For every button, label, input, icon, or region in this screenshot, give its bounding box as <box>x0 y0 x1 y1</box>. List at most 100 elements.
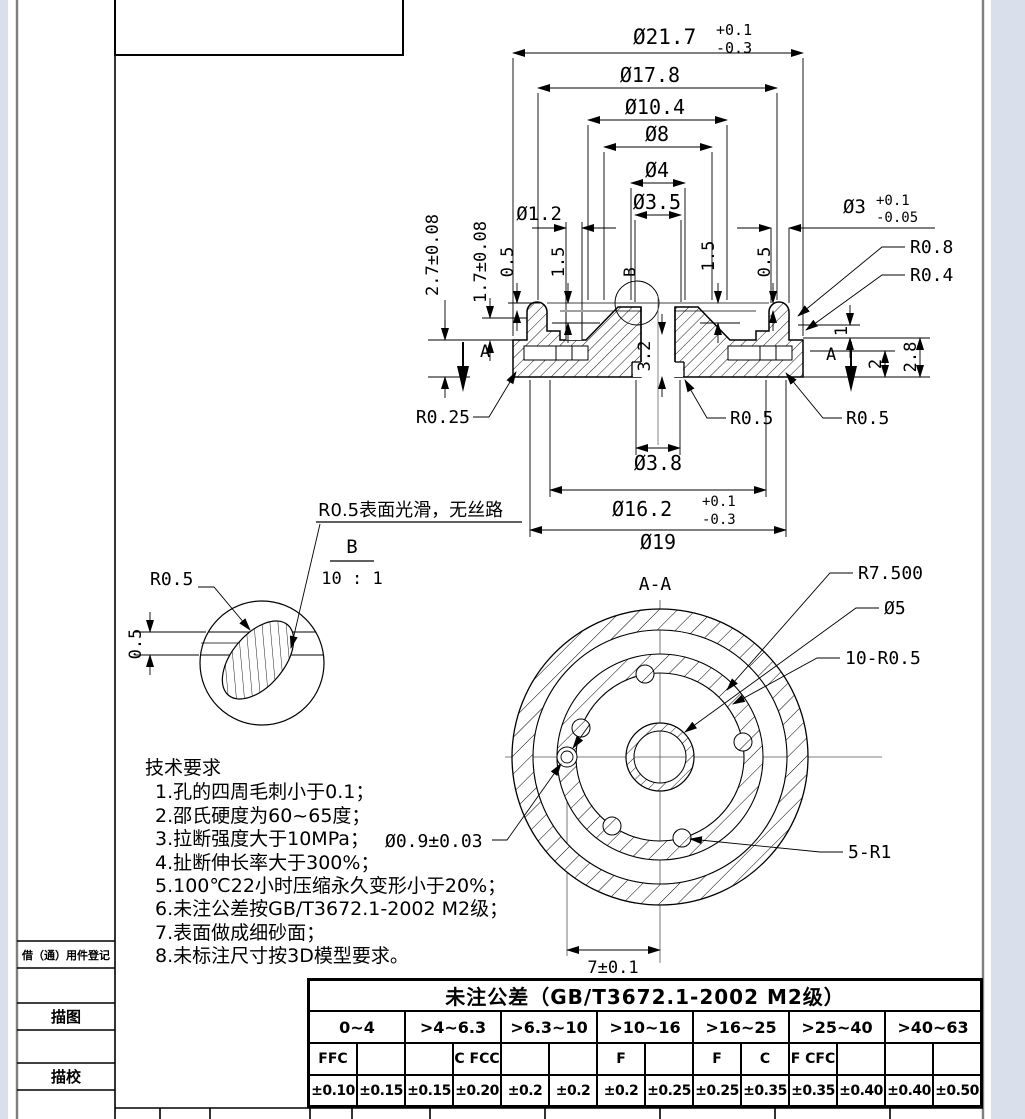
tech-req-item: 1.孔的四周毛刺小于0.1； <box>155 781 375 804</box>
tolerance-cell: ±0.35 <box>789 1075 837 1106</box>
aa-r7-500: R7.500 <box>858 563 923 584</box>
tech-req-item: 5.100℃22小时压缩永久变形小于20%； <box>155 875 507 898</box>
dim-d3-minus: -0.05 <box>876 210 918 226</box>
range-cell: >25~40 <box>789 1011 885 1043</box>
grade-cell <box>501 1043 549 1075</box>
aa-w7: 7±0.1 <box>587 958 638 978</box>
range-cell: >16~25 <box>693 1011 789 1043</box>
label-borrowed-parts: 借（通）用件登记 <box>21 948 110 962</box>
detail-b-circle-marker <box>614 280 660 326</box>
drawing-sheet <box>8 0 991 1119</box>
dim-r0-8: R0.8 <box>910 237 953 258</box>
dim-d21-7: Ø21.7 <box>633 25 696 49</box>
title-block-left-labels: 借（通）用件登记 描图 描校 <box>21 948 110 1086</box>
dim-d16-2-minus: -0.3 <box>702 512 736 528</box>
dim-d21-7-minus: -0.3 <box>716 39 752 57</box>
dim-d1-2: Ø1.2 <box>516 203 562 225</box>
dim-d8: Ø8 <box>645 122 669 146</box>
tolerance-cell: ±0.40 <box>837 1075 885 1106</box>
dim-h2: 2 <box>866 359 886 369</box>
dim-d10-4: Ø10.4 <box>625 95 685 119</box>
tolerance-cell: ±0.2 <box>597 1075 645 1106</box>
dim-h2-7: 2.7±0.08 <box>423 214 443 296</box>
label-trace-check: 描校 <box>51 1068 82 1086</box>
dim-d3-8: Ø3.8 <box>634 451 682 475</box>
title-block-lines <box>17 0 983 1119</box>
sheet-frame <box>15 0 985 1119</box>
range-cell: >6.3~10 <box>501 1011 597 1043</box>
tolerance-cell: ±0.50 <box>933 1075 981 1106</box>
aa-5-r1: 5-R1 <box>848 842 891 863</box>
section-view: B <box>416 21 954 554</box>
label-tracing: 描图 <box>51 1008 81 1026</box>
dim-h0-5l: 0.5 <box>498 247 518 278</box>
dim-d3-plus: +0.1 <box>876 193 910 209</box>
dim-h3-2: 3.2 <box>635 341 655 372</box>
grade-cell: F <box>693 1043 741 1075</box>
dim-r0-4: R0.4 <box>910 265 953 286</box>
dim-h1: 1 <box>832 326 852 336</box>
grade-cell <box>405 1043 453 1075</box>
tolerance-cell: ±0.10 <box>309 1075 357 1106</box>
tech-req-item: 3.拉断强度大于10MPa； <box>155 828 369 851</box>
tech-req-item: 4.扯断伸长率大于300%； <box>155 851 380 874</box>
grade-cell: C <box>741 1043 789 1075</box>
aa-10-r0-5: 10-R0.5 <box>845 648 921 669</box>
grade-cell <box>645 1043 693 1075</box>
grade-cell <box>549 1043 597 1075</box>
tech-req-item: 2.邵氏硬度为60~65度； <box>155 804 371 827</box>
dim-d21-7-plus: +0.1 <box>716 21 752 39</box>
tolerance-cell: ±0.2 <box>501 1075 549 1106</box>
range-cell: 0~4 <box>309 1011 405 1043</box>
dim-d3-5: Ø3.5 <box>633 190 681 214</box>
dim-r0-25: R0.25 <box>416 407 470 428</box>
aa-title: A-A <box>639 574 672 595</box>
dim-d16-2-plus: +0.1 <box>702 494 736 510</box>
section-body-right <box>674 301 804 378</box>
tech-req-title: 技术要求 <box>145 757 222 779</box>
grade-cell: F CFC <box>789 1043 837 1075</box>
grade-cell: FFC <box>309 1043 357 1075</box>
range-cell: >4~6.3 <box>405 1011 501 1043</box>
grade-cell <box>933 1043 981 1075</box>
dim-d17-8: Ø17.8 <box>620 63 680 87</box>
grade-cell <box>837 1043 885 1075</box>
dim-h1-7: 1.7±0.08 <box>471 221 491 303</box>
aa-view: A-A <box>385 563 923 978</box>
grade-cell <box>885 1043 933 1075</box>
dim-h1-5r: 1.5 <box>699 241 719 272</box>
dim-d3: Ø3 <box>843 196 866 218</box>
tolerance-cell: ±0.25 <box>693 1075 741 1106</box>
detail-b-r0-5: R0.5 <box>150 569 193 590</box>
detail-b-view: B 10 : 1 R0.5 0.5 R0.5表面光滑，无丝路 <box>126 500 522 726</box>
tech-req-item: 7.表面做成细砂面； <box>155 921 326 944</box>
tolerance-cell: ±0.2 <box>549 1075 597 1106</box>
tolerance-cell: ±0.35 <box>741 1075 789 1106</box>
dim-d19: Ø19 <box>640 530 676 554</box>
tech-req-item: 6.未注公差按GB/T3672.1-2002 M2级； <box>155 898 509 921</box>
tolerance-table-title: 未注公差（GB/T3672.1-2002 M2级） <box>309 980 981 1011</box>
dim-h0-5r: 0.5 <box>755 247 775 278</box>
grade-cell: F <box>597 1043 645 1075</box>
tolerance-table: 未注公差（GB/T3672.1-2002 M2级） 0~4 >4~6.3 >6.… <box>307 978 983 1108</box>
detail-b-note: R0.5表面光滑，无丝路 <box>318 500 503 521</box>
dim-r0-5-mid: R0.5 <box>730 408 773 429</box>
tech-req-item: 8.未标注尺寸按3D模型要求。 <box>155 945 409 968</box>
cut-label-a-right: A <box>826 345 836 365</box>
dim-d16-2: Ø16.2 <box>612 497 672 521</box>
range-cell: >10~16 <box>597 1011 693 1043</box>
section-cut-markers: A A <box>457 342 857 392</box>
detail-b-title: B <box>346 536 357 558</box>
dim-h1-5l: 1.5 <box>549 247 569 278</box>
detail-b-scale: 10 : 1 <box>321 569 382 589</box>
grade-cell: C FCC <box>453 1043 501 1075</box>
aa-d0-9: Ø0.9±0.03 <box>385 831 483 852</box>
aa-d5: Ø5 <box>884 598 906 619</box>
dim-d4: Ø4 <box>645 158 669 182</box>
technical-requirements: 技术要求 1.孔的四周毛刺小于0.1； 2.邵氏硬度为60~65度； 3.拉断强… <box>145 757 565 969</box>
tolerance-cell: ±0.25 <box>645 1075 693 1106</box>
grade-cell <box>357 1043 405 1075</box>
dim-h2-8: 2.8 <box>901 342 921 373</box>
